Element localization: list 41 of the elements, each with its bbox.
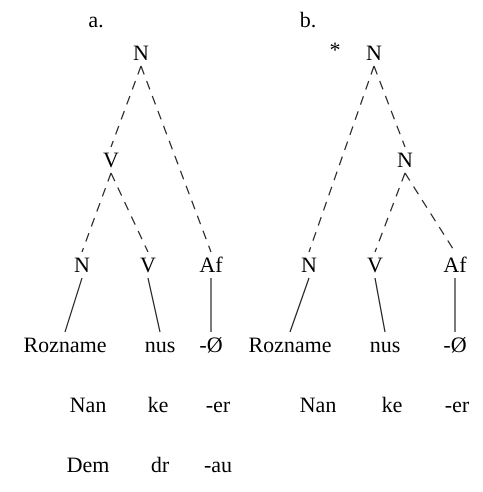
tree-node-label: Af	[199, 252, 223, 278]
tree-branch	[110, 66, 142, 148]
tree-node-label: V	[103, 147, 119, 173]
tree-branch	[64, 278, 83, 332]
tree-node-label: N	[301, 252, 317, 278]
tree-node-label: N	[397, 147, 413, 173]
tree-branch	[147, 278, 161, 332]
gloss-text: dr	[150, 452, 170, 478]
tree-branch	[308, 66, 375, 252]
tree-branch	[110, 172, 149, 252]
tree-node-label: N	[74, 252, 90, 278]
gloss-text: Dem	[66, 452, 110, 478]
tree-node-label: nus	[144, 332, 176, 358]
tree-node-label: N	[133, 40, 149, 66]
tree-node-label: -Ø	[443, 332, 467, 358]
gloss-text: ke	[148, 392, 168, 418]
tree-branch	[454, 278, 456, 332]
gloss-text: b.	[300, 7, 316, 33]
tree-node-label: Af	[443, 252, 467, 278]
tree-branch	[210, 278, 212, 332]
tree-branch	[374, 172, 406, 252]
tree-branch	[81, 172, 112, 252]
tree-branch	[373, 66, 406, 148]
gloss-text: Nan	[300, 392, 336, 418]
tree-node-label: Rozname	[23, 332, 107, 358]
gloss-text: -er	[444, 392, 470, 418]
gloss-text: -au	[204, 452, 232, 478]
tree-node-label: -Ø	[199, 332, 223, 358]
gloss-text: -er	[206, 392, 230, 418]
gloss-text: Nan	[70, 392, 106, 418]
tree-node-label: V	[367, 252, 383, 278]
tree-branch	[374, 278, 386, 332]
tree-node-label: V	[140, 252, 156, 278]
gloss-text: a.	[88, 7, 104, 33]
gloss-text: ke	[382, 392, 402, 418]
tree-branch	[140, 66, 212, 252]
tree-node-label: nus	[370, 332, 400, 358]
tree-node-label: Rozname	[248, 332, 332, 358]
tree-branch	[289, 278, 310, 332]
gloss-text: *	[330, 37, 340, 63]
tree-node-label: N	[366, 40, 382, 66]
